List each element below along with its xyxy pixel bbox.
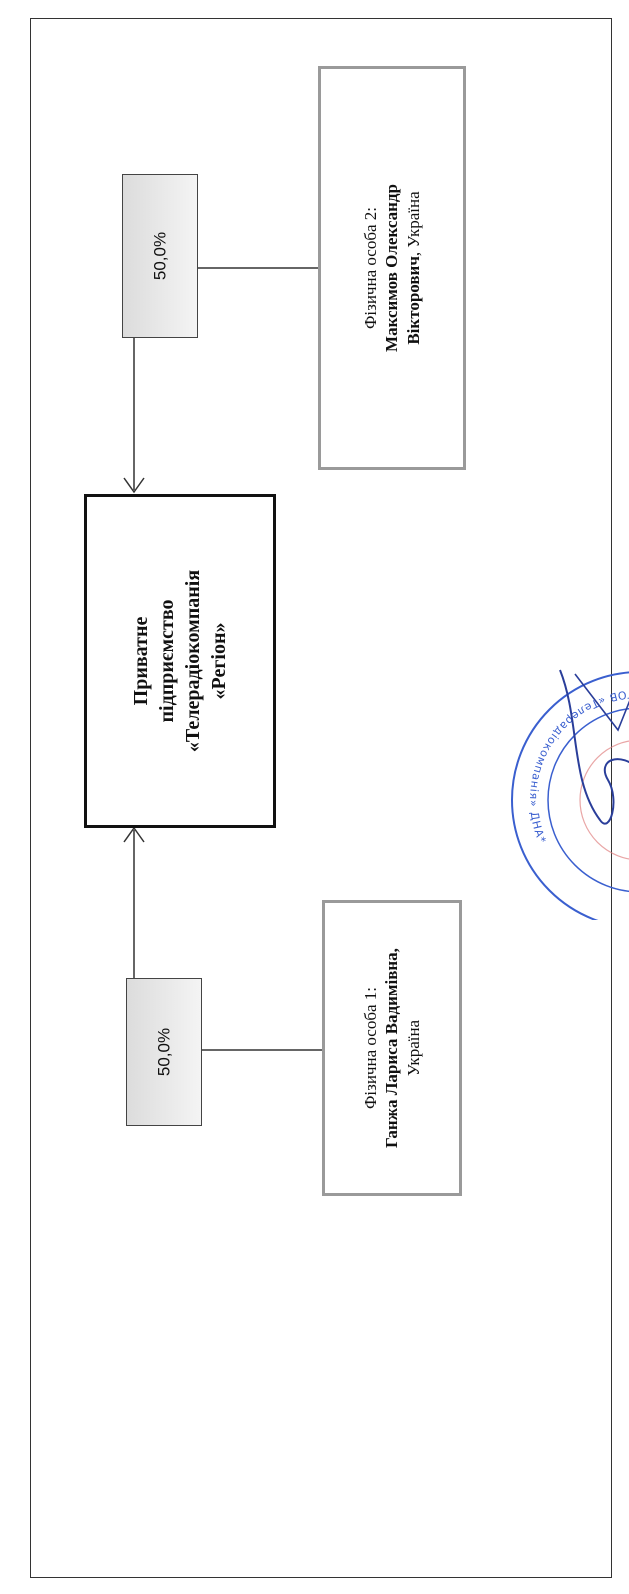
- person-1-name: Ганжа Лариса Вадимівна,: [382, 948, 402, 1148]
- stamp-text: *ТОВ «Телерадіокомпанія» ДНА*: [527, 687, 629, 846]
- person-1-box: Фізична особа 1: Ганжа Лариса Вадимівна,…: [322, 900, 462, 1196]
- company-stamp: *ТОВ «Телерадіокомпанія» ДНА*: [511, 669, 629, 920]
- arrowhead-company-top: [123, 477, 145, 494]
- company-box: Приватне підприємство «Телерадіокомпанія…: [84, 494, 276, 828]
- share-2-label: 50,0%: [150, 231, 170, 281]
- signature-stroke: [559, 669, 629, 825]
- person-2-name-line-1: Максимов Олександр: [382, 184, 402, 352]
- person-1-role: Фізична особа 1:: [361, 986, 381, 1110]
- share-box-2: 50,0%: [122, 174, 198, 338]
- company-line-4: «Регіон»: [208, 622, 230, 700]
- arrowhead-company-bottom: [123, 826, 145, 843]
- company-line-3: «Телерадіокомпанія: [182, 569, 204, 753]
- person-1-country: Україна: [403, 1019, 423, 1077]
- company-name: Приватне підприємство «Телерадіокомпанія…: [128, 570, 232, 752]
- page-frame: [30, 18, 612, 1578]
- share-1-label: 50,0%: [154, 1027, 174, 1077]
- person-1-text: Фізична особа 1: Ганжа Лариса Вадимівна,…: [360, 948, 424, 1148]
- person-2-name-line-2: Вікторович: [403, 256, 423, 345]
- person-2-box: Фізична особа 2: Максимов Олександр Вікт…: [318, 66, 466, 470]
- svg-text:*ТОВ «Телерадіокомпанія» ДНА*: *ТОВ «Телерадіокомпанія» ДНА*: [527, 687, 629, 846]
- person-2-role: Фізична особа 2:: [361, 206, 381, 330]
- share-box-1: 50,0%: [126, 978, 202, 1126]
- person-2-text: Фізична особа 2: Максимов Олександр Вікт…: [360, 184, 424, 352]
- company-line-1: Приватне: [130, 616, 152, 706]
- company-line-2: підприємство: [156, 599, 178, 723]
- person-2-country: , Україна: [403, 191, 423, 257]
